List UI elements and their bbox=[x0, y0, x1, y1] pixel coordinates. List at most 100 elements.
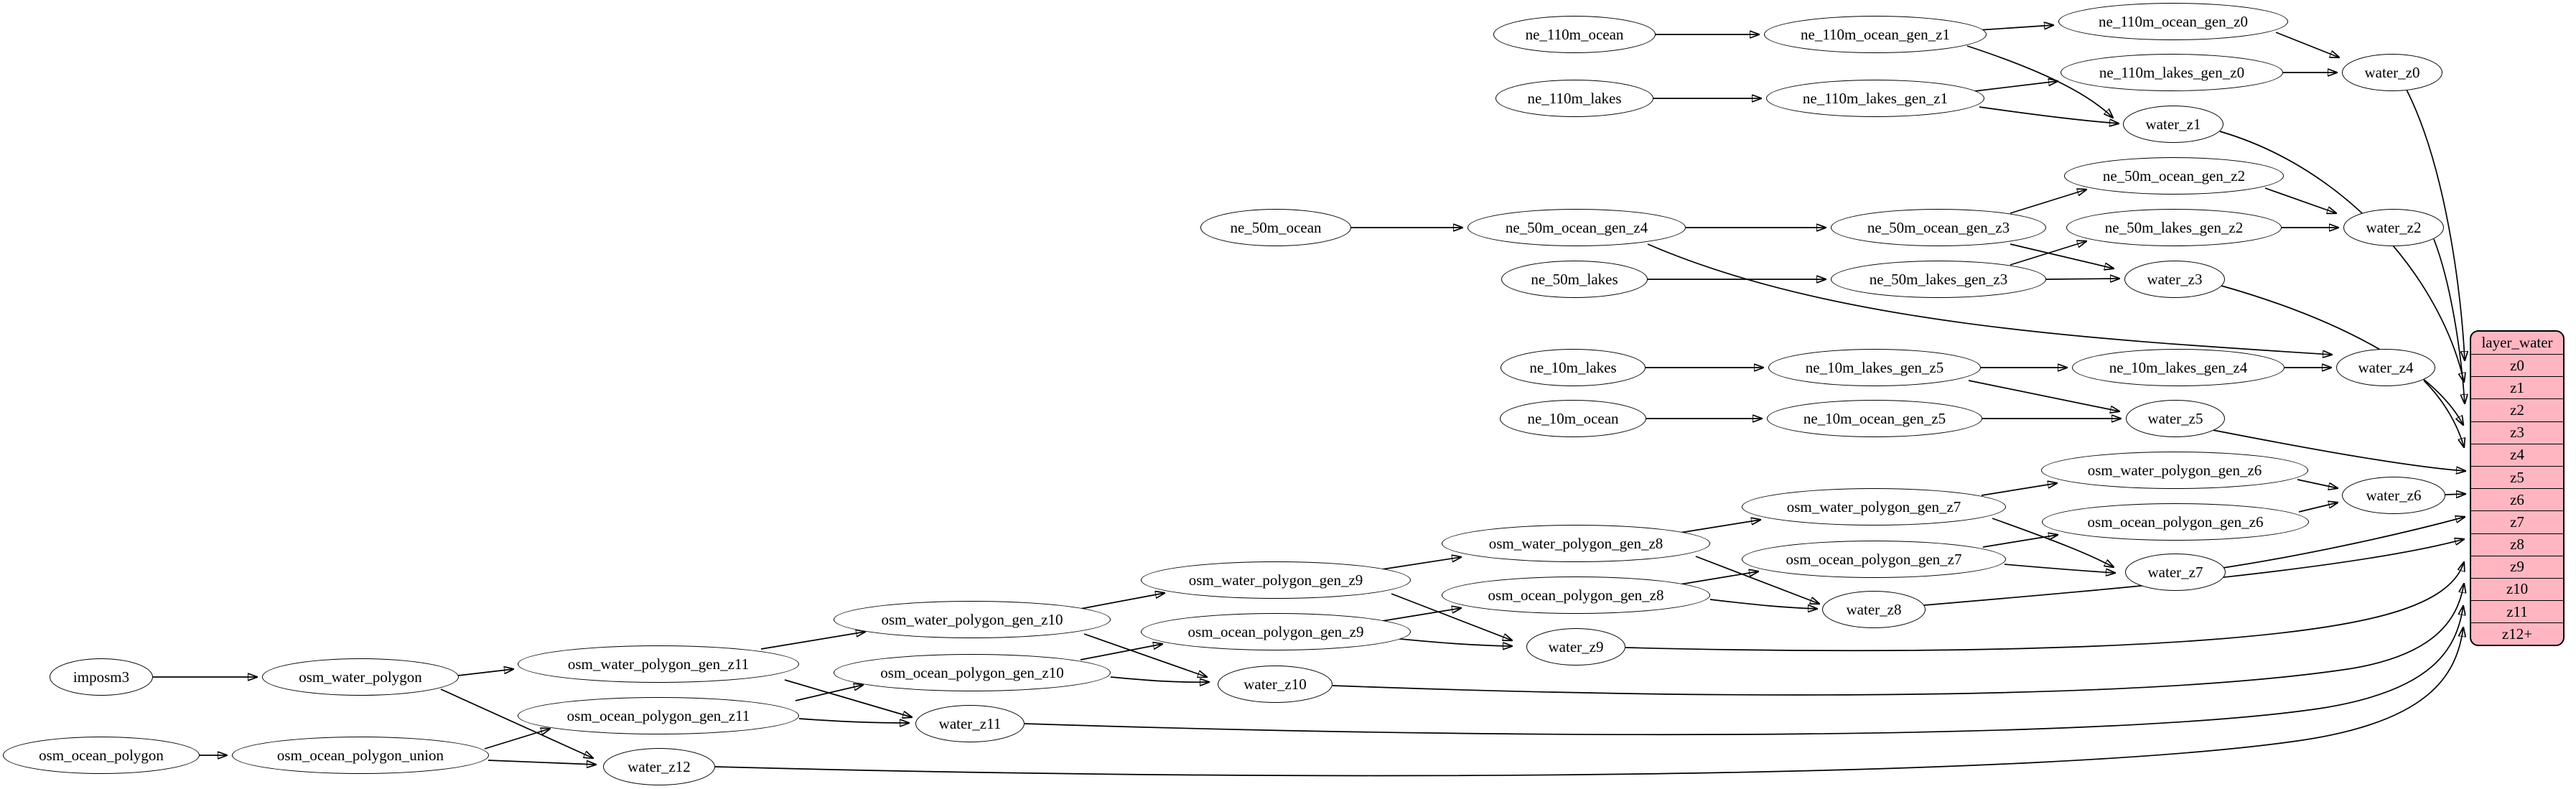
edge-osm_ocean_polygon_gen_z11-water_z11 bbox=[798, 718, 909, 723]
node-osm_ocean_polygon_gen_z6: osm_ocean_polygon_gen_z6 bbox=[2042, 503, 2309, 541]
edge-osm_water_polygon_gen_z11-water_z11 bbox=[784, 679, 912, 717]
edge-osm_ocean_polygon_gen_z10-osm_ocean_polygon_gen_z9 bbox=[1080, 644, 1162, 660]
edge-water_z4-z4 bbox=[2423, 380, 2464, 447]
node-water_z7: water_z7 bbox=[2125, 554, 2226, 591]
node-osm_ocean_polygon_gen_z7: osm_ocean_polygon_gen_z7 bbox=[1742, 541, 2006, 578]
edge-osm_water_polygon-osm_water_polygon_gen_z11 bbox=[457, 669, 513, 676]
edge-water_z9-z9 bbox=[1625, 562, 2464, 652]
node-ne_10m_lakes_gen_z4: ne_10m_lakes_gen_z4 bbox=[2072, 349, 2285, 386]
edge-water_z2-z2 bbox=[2433, 238, 2465, 403]
node-osm_ocean_polygon_gen_z11: osm_ocean_polygon_gen_z11 bbox=[518, 697, 799, 734]
node-ne_110m_ocean_gen_z1: ne_110m_ocean_gen_z1 bbox=[1764, 16, 1987, 53]
edge-ne_50m_ocean_gen_z3-water_z3 bbox=[2010, 243, 2114, 269]
node-osm_water_polygon_gen_z11: osm_water_polygon_gen_z11 bbox=[518, 645, 799, 683]
edge-osm_ocean_polygon_gen_z9-water_z9 bbox=[1385, 637, 1512, 646]
node-water_z9: water_z9 bbox=[1526, 628, 1625, 666]
node-ne_50m_ocean_gen_z2: ne_50m_ocean_gen_z2 bbox=[2064, 157, 2284, 195]
edge-ne_110m_ocean_gen_z1-water_z1 bbox=[1966, 45, 2113, 118]
edge-water_z5-z5 bbox=[2212, 429, 2465, 471]
edge-osm_ocean_polygon_gen_z7-osm_ocean_polygon_gen_z6 bbox=[1982, 535, 2058, 548]
node-water_z5: water_z5 bbox=[2126, 400, 2225, 437]
edge-ne_50m_ocean_gen_z3-ne_50m_ocean_gen_z2 bbox=[2010, 190, 2086, 214]
node-ne_110m_ocean: ne_110m_ocean bbox=[1493, 16, 1656, 53]
node-ne_110m_lakes_gen_z1: ne_110m_lakes_gen_z1 bbox=[1766, 80, 1984, 117]
edge-osm_water_polygon_gen_z9-water_z9 bbox=[1391, 593, 1512, 640]
node-ne_110m_lakes_gen_z0: ne_110m_lakes_gen_z0 bbox=[2061, 54, 2283, 91]
edge-ne_110m_ocean_gen_z0-water_z0 bbox=[2275, 32, 2339, 57]
node-water_z6: water_z6 bbox=[2342, 477, 2445, 514]
layer-water-table: layer_water z0 z1 z2 z3 z4 z5 z6 z7 z8 z… bbox=[2470, 330, 2565, 647]
edge-osm_water_polygon-water_z12 bbox=[440, 688, 593, 758]
node-osm_ocean_polygon_gen_z8: osm_ocean_polygon_gen_z8 bbox=[1442, 576, 1710, 614]
edge-ne_50m_lakes_gen_z3-ne_50m_lakes_gen_z2 bbox=[2010, 241, 2086, 266]
edge-osm_water_polygon_gen_z11-osm_water_polygon_gen_z10 bbox=[760, 632, 865, 650]
edge-ne_50m_ocean_gen_z2-water_z2 bbox=[2264, 187, 2336, 213]
layer-water-row-z2: z2 bbox=[2471, 398, 2563, 421]
edge-water_z8-z8 bbox=[1923, 539, 2464, 606]
edge-osm_ocean_polygon_union-water_z12 bbox=[487, 760, 596, 765]
edge-osm_water_polygon_gen_z8-osm_water_polygon_gen_z7 bbox=[1679, 520, 1760, 533]
layer-water-row-z10: z10 bbox=[2471, 577, 2563, 600]
edge-osm_water_polygon_gen_z10-osm_water_polygon_gen_z9 bbox=[1080, 593, 1165, 610]
edge-osm_water_polygon_gen_z6-water_z6 bbox=[2297, 479, 2338, 488]
layer-water-row-z9: z9 bbox=[2471, 555, 2563, 578]
edge-osm_ocean_polygon_gen_z8-osm_ocean_polygon_gen_z7 bbox=[1679, 571, 1758, 585]
node-osm_ocean_polygon_gen_z10: osm_ocean_polygon_gen_z10 bbox=[834, 654, 1111, 691]
edge-ne_110m_ocean_gen_z1-ne_110m_ocean_gen_z0 bbox=[1977, 25, 2053, 31]
node-osm_ocean_polygon_gen_z9: osm_ocean_polygon_gen_z9 bbox=[1141, 613, 1411, 650]
node-osm_water_polygon_gen_z6: osm_water_polygon_gen_z6 bbox=[2041, 452, 2308, 489]
edge-osm_water_polygon_gen_z7-water_z7 bbox=[1992, 518, 2114, 567]
layer-water-row-z12plus: z12+ bbox=[2471, 622, 2563, 645]
edge-water_z6-z6 bbox=[2445, 494, 2465, 495]
node-ne_50m_ocean_gen_z4: ne_50m_ocean_gen_z4 bbox=[1467, 209, 1686, 246]
node-water_z3: water_z3 bbox=[2124, 261, 2225, 298]
node-ne_50m_ocean: ne_50m_ocean bbox=[1200, 209, 1351, 246]
node-osm_ocean_polygon_union: osm_ocean_polygon_union bbox=[232, 737, 489, 774]
edge-water_z11-z11 bbox=[1024, 606, 2463, 736]
node-osm_water_polygon_gen_z9: osm_water_polygon_gen_z9 bbox=[1141, 561, 1411, 599]
node-ne_10m_lakes: ne_10m_lakes bbox=[1501, 349, 1646, 386]
node-water_z2: water_z2 bbox=[2343, 209, 2444, 246]
node-water_z11: water_z11 bbox=[915, 705, 1025, 742]
node-ne_50m_lakes_gen_z2: ne_50m_lakes_gen_z2 bbox=[2066, 209, 2282, 246]
node-osm_water_polygon_gen_z8: osm_water_polygon_gen_z8 bbox=[1442, 525, 1710, 562]
edge-osm_ocean_polygon_gen_z10-water_z10 bbox=[1110, 676, 1209, 682]
node-osm_ocean_polygon: osm_ocean_polygon bbox=[3, 737, 200, 774]
layer-water-row-z5: z5 bbox=[2471, 465, 2563, 488]
node-water_z4: water_z4 bbox=[2336, 349, 2435, 386]
node-osm_water_polygon_gen_z10: osm_water_polygon_gen_z10 bbox=[834, 601, 1111, 638]
node-water_z12: water_z12 bbox=[603, 748, 715, 785]
node-water_z1: water_z1 bbox=[2123, 106, 2223, 143]
edge-osm_ocean_polygon_gen_z6-water_z6 bbox=[2298, 503, 2338, 513]
node-ne_110m_ocean_gen_z0: ne_110m_ocean_gen_z0 bbox=[2058, 3, 2288, 40]
node-ne_10m_ocean_gen_z5: ne_10m_ocean_gen_z5 bbox=[1767, 400, 1982, 437]
edge-osm_water_polygon_gen_z8-water_z8 bbox=[1695, 556, 1819, 604]
edge-water_z10-z10 bbox=[1332, 584, 2464, 696]
node-imposm3: imposm3 bbox=[50, 658, 153, 696]
layer-water-row-z8: z8 bbox=[2471, 533, 2563, 556]
edge-osm_ocean_polygon_gen_z11-osm_ocean_polygon_gen_z10 bbox=[795, 685, 863, 701]
layer-water-row-z0: z0 bbox=[2471, 354, 2563, 376]
node-water_z0: water_z0 bbox=[2342, 54, 2442, 91]
edge-water_z7-z7 bbox=[2222, 517, 2465, 569]
node-water_z10: water_z10 bbox=[1218, 666, 1333, 703]
node-osm_water_polygon: osm_water_polygon bbox=[262, 658, 459, 696]
edge-osm_water_polygon_gen_z10-water_z10 bbox=[1083, 633, 1207, 677]
edge-ne_110m_lakes_gen_z1-water_z1 bbox=[1979, 106, 2119, 123]
edge-ne_110m_lakes_gen_z1-ne_110m_lakes_gen_z0 bbox=[1974, 81, 2058, 92]
edge-osm_ocean_polygon_gen_z7-water_z7 bbox=[2004, 564, 2115, 573]
layer-water-row-z1: z1 bbox=[2471, 376, 2563, 398]
node-ne_110m_lakes: ne_110m_lakes bbox=[1495, 80, 1653, 117]
node-osm_water_polygon_gen_z7: osm_water_polygon_gen_z7 bbox=[1742, 488, 2006, 526]
layer-water-table-title: layer_water bbox=[2481, 334, 2553, 351]
layer-water-row-z7: z7 bbox=[2471, 510, 2563, 533]
node-ne_50m_lakes_gen_z3: ne_50m_lakes_gen_z3 bbox=[1831, 261, 2046, 298]
edge-osm_ocean_polygon_union-osm_ocean_polygon_gen_z11 bbox=[484, 729, 550, 750]
edge-ne_50m_ocean_gen_z4-water_z4 bbox=[1647, 243, 2332, 355]
edge-ne_10m_lakes_gen_z5-water_z5 bbox=[1968, 380, 2119, 411]
edge-osm_ocean_polygon_gen_z9-osm_ocean_polygon_gen_z8 bbox=[1381, 608, 1461, 622]
node-ne_10m_lakes_gen_z5: ne_10m_lakes_gen_z5 bbox=[1768, 349, 1981, 386]
edge-osm_ocean_polygon_gen_z8-water_z8 bbox=[1709, 599, 1817, 609]
